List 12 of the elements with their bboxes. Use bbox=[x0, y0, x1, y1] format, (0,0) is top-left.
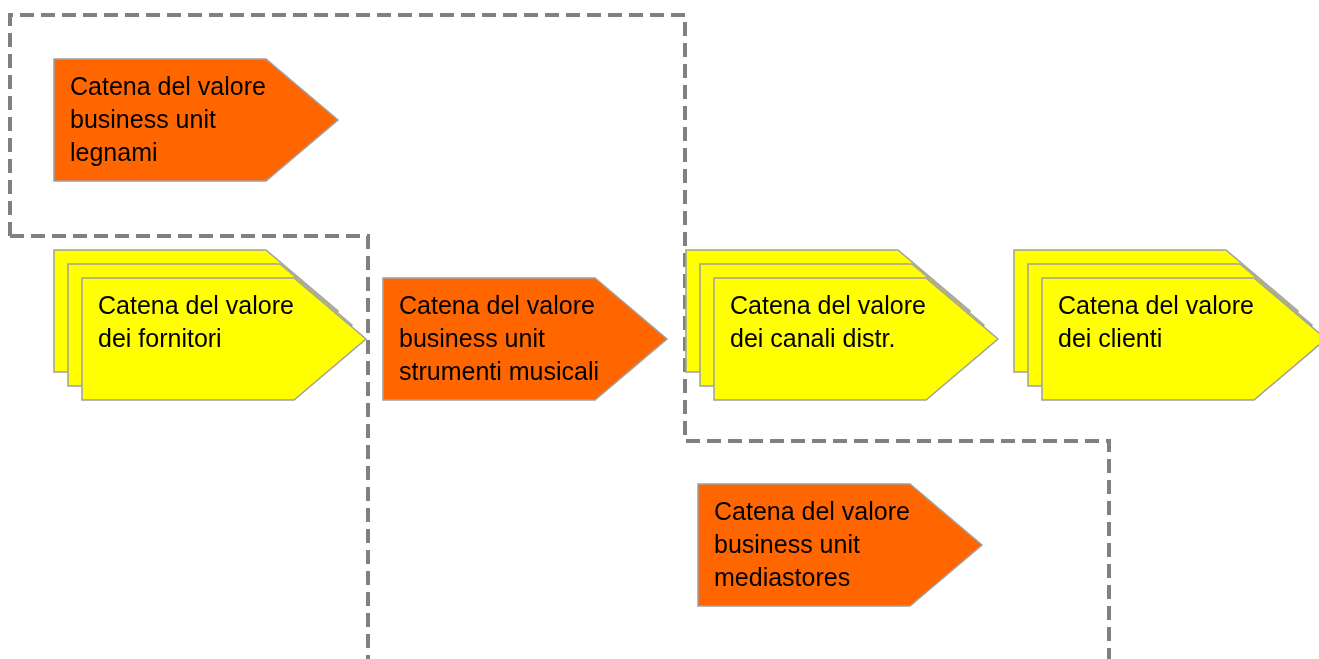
chevron-shape bbox=[53, 58, 339, 182]
chevron-label: Catena del valore dei clienti bbox=[1058, 290, 1255, 354]
stacked-chevron-shape bbox=[685, 249, 999, 401]
chevron-label: Catena del valore dei canali distr. bbox=[730, 290, 927, 354]
chevron-label: Catena del valore business unit strumenti musicali bbox=[399, 290, 601, 387]
stacked-chevron-shape bbox=[1013, 249, 1319, 401]
chevron-label: Catena del valore dei fornitori bbox=[98, 290, 295, 354]
stacked-chevron-shape bbox=[53, 249, 367, 401]
chevron-label: Catena del valore business unit mediastores bbox=[714, 496, 911, 593]
chevron-shape bbox=[697, 483, 983, 607]
chevron-shape bbox=[382, 277, 668, 401]
chevron-label: Catena del valore business unit legnami bbox=[70, 71, 267, 168]
